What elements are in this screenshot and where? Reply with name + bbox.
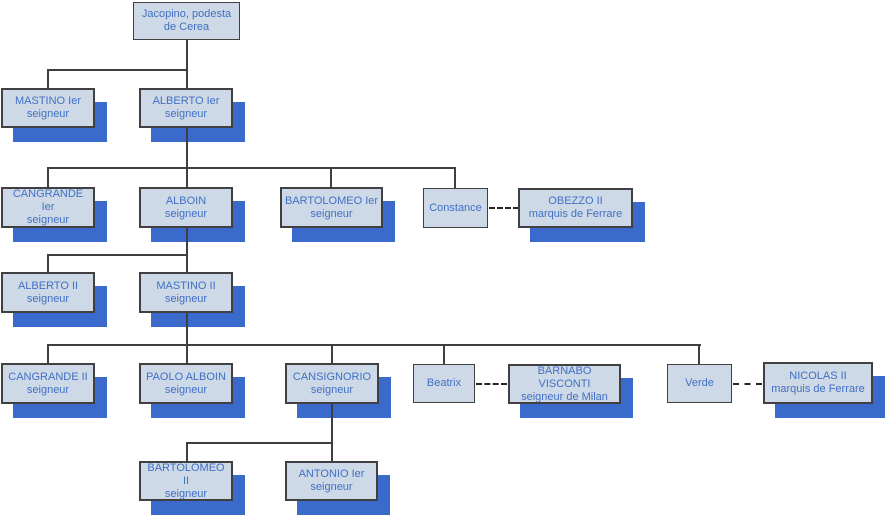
connector-line xyxy=(186,128,188,187)
node-label: PAOLO ALBOIN xyxy=(146,370,226,383)
node-label: MASTINO II xyxy=(156,279,216,292)
connector-line xyxy=(186,313,188,363)
node-title: seigneur xyxy=(164,292,208,305)
node-title: seigneur xyxy=(310,383,354,396)
node-bartolomeo2: BARTOLOMEO II seigneur xyxy=(139,461,233,501)
node-title: seigneur xyxy=(164,207,208,220)
node-cansignorio: CANSIGNORIO seigneur xyxy=(285,363,379,404)
connector-line xyxy=(443,344,445,364)
connector-line xyxy=(47,167,456,169)
node-label: BARNABO VISCONTI xyxy=(537,364,592,390)
node-alberto2: ALBERTO II seigneur xyxy=(1,272,95,313)
node-nicolas2: NICOLAS II marquis de Ferrare xyxy=(763,362,873,404)
connector-line xyxy=(331,344,333,363)
node-obezzo2: OBEZZO II marquis de Ferrare xyxy=(518,188,633,228)
node-title: seigneur xyxy=(164,487,208,500)
node-mastino2: MASTINO II seigneur xyxy=(139,272,233,313)
connector-line xyxy=(454,167,456,188)
node-label: MASTINO Ier xyxy=(14,95,81,107)
connector-line xyxy=(47,167,49,187)
node-label: BARTOLOMEO II xyxy=(147,461,225,487)
node-jacopino: Jacopino, podesta de Cerea xyxy=(133,2,240,40)
node-label: ALBERTO Ier xyxy=(152,95,220,107)
node-label: BARTOLOMEO Ier xyxy=(284,194,379,207)
connector-line xyxy=(47,69,49,88)
connector-line xyxy=(47,69,188,71)
connector-line xyxy=(47,344,49,363)
node-title: marquis de Ferrare xyxy=(771,383,865,395)
node-title: seigneur xyxy=(310,481,353,493)
node-title: seigneur xyxy=(26,292,70,305)
connector-line xyxy=(331,404,333,461)
node-title: marquis de Ferrare xyxy=(528,208,623,220)
node-title: seigneur xyxy=(310,207,353,220)
connector-line xyxy=(186,442,188,461)
node-label: CANGRANDE Ier xyxy=(12,188,84,213)
node-title: seigneur xyxy=(164,383,208,396)
marriage-connector xyxy=(476,383,507,385)
connector-line xyxy=(698,344,700,364)
node-label: Beatrix xyxy=(426,377,462,389)
node-label: ALBOIN xyxy=(165,194,207,207)
connector-line xyxy=(330,167,332,187)
node-label: Jacopino, podesta de Cerea xyxy=(141,8,232,33)
node-label: Constance xyxy=(429,201,482,214)
node-label: CANGRANDE II xyxy=(8,370,88,383)
connector-line xyxy=(186,228,188,272)
node-beatrix: Beatrix xyxy=(413,364,475,403)
node-cangrande2: CANGRANDE II seigneur xyxy=(1,363,95,404)
node-title: seigneur de Milan xyxy=(521,390,608,403)
node-barnabo: BARNABO VISCONTI seigneur de Milan xyxy=(508,364,621,404)
node-title: seigneur xyxy=(26,108,70,120)
node-title: seigneur xyxy=(26,383,70,396)
node-label: OBEZZO II xyxy=(548,195,603,207)
node-label: NICOLAS II xyxy=(789,370,847,382)
node-constance: Constance xyxy=(423,188,488,228)
connector-line xyxy=(186,40,188,88)
node-paolo-alboin: PAOLO ALBOIN seigneur xyxy=(139,363,233,404)
node-title: seigneur xyxy=(26,214,70,226)
node-mastino1: MASTINO Ier seigneur xyxy=(1,88,95,128)
node-label: CANSIGNORIO xyxy=(292,370,372,383)
node-title: seigneur xyxy=(164,108,208,120)
connector-line xyxy=(47,254,188,256)
node-cangrande1: CANGRANDE Ier seigneur xyxy=(1,187,95,228)
node-verde: Verde xyxy=(667,364,732,403)
node-label: ALBERTO II xyxy=(17,279,79,292)
node-label: ANTONIO Ier xyxy=(298,468,365,480)
marriage-connector xyxy=(489,207,519,209)
marriage-connector xyxy=(733,383,762,385)
connector-line xyxy=(47,254,49,272)
node-alberto1: ALBERTO Ier seigneur xyxy=(139,88,233,128)
node-label: Verde xyxy=(685,377,714,389)
node-alboin: ALBOIN seigneur xyxy=(139,187,233,228)
node-bartolomeo1: BARTOLOMEO Ier seigneur xyxy=(280,187,383,228)
connector-line xyxy=(186,442,333,444)
node-antonio: ANTONIO Ier seigneur xyxy=(285,461,378,501)
connector-line xyxy=(47,344,701,346)
